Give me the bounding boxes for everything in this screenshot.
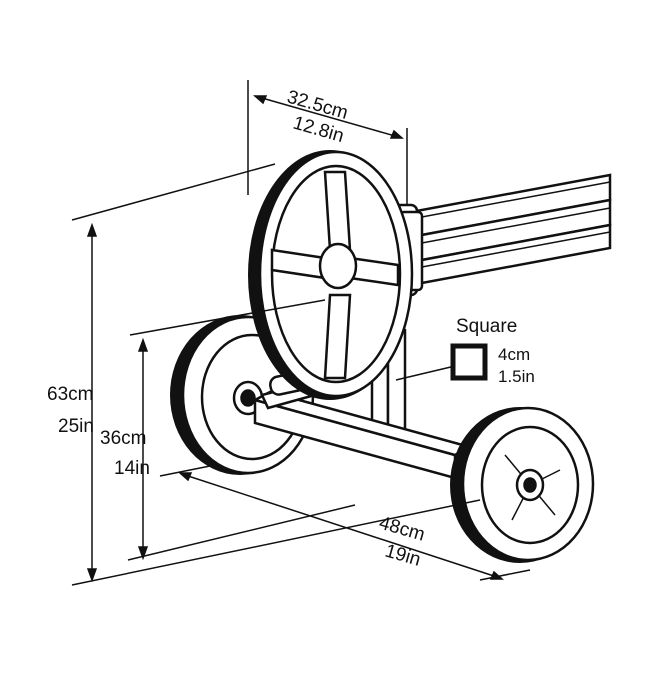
- height-axle-imperial-label: 14in: [114, 458, 150, 479]
- profile-metric-label: 4cm: [498, 345, 530, 364]
- dim-height-total: [71, 163, 481, 586]
- reel-wheel: [248, 150, 414, 400]
- reel-tube: [383, 173, 612, 297]
- height-total-metric-label: 63cm: [47, 384, 93, 405]
- square-profile-callout: [395, 343, 488, 381]
- right-wheel: [450, 406, 595, 563]
- dim-width: [247, 80, 408, 205]
- height-axle-metric-label: 36cm: [100, 428, 146, 449]
- profile-title: Square: [456, 316, 517, 337]
- dim-wheelbase: [159, 465, 531, 581]
- height-total-imperial-label: 25in: [58, 416, 94, 437]
- dim-height-axle: [127, 299, 356, 561]
- wheelbase-imperial-label: 19in: [383, 541, 423, 571]
- profile-imperial-label: 1.5in: [498, 367, 535, 386]
- square-profile-icon: [450, 343, 488, 381]
